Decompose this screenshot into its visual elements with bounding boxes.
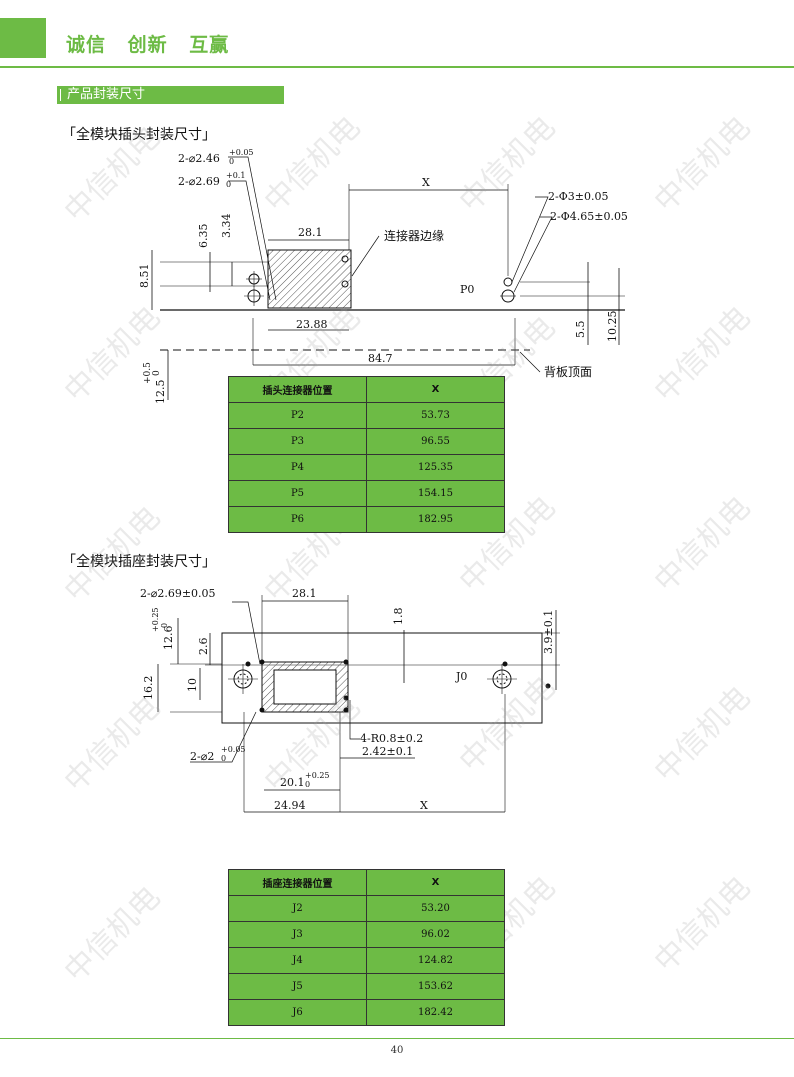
slogan-word: 诚信 (66, 34, 107, 56)
plug-dim-x: X (422, 176, 430, 189)
plug-dim-tol: 0 (229, 157, 234, 166)
header-rule (0, 66, 794, 68)
socket-dim-tol: 0 (160, 623, 169, 628)
socket-dim-tol: +0.25 (151, 607, 160, 632)
brand-block (0, 18, 46, 58)
socket-dim-281: 28.1 (292, 587, 317, 600)
plug-dim-125: 12.5 (154, 380, 167, 405)
plug-dim-hole1: 2-⌀2.46 (178, 152, 220, 165)
plug-dim-2388: 23.88 (296, 318, 328, 331)
table-cell: P5 (228, 480, 367, 507)
plug-dim-tol: 0 (152, 370, 162, 376)
plug-dim-tol: 0 (226, 180, 231, 189)
socket-dim-hole: 2-⌀2.69±0.05 (140, 587, 216, 600)
table-cell: 153.62 (366, 973, 505, 1000)
table-cell: 182.42 (366, 999, 505, 1026)
table-cell: P3 (228, 428, 367, 455)
header-slogan: 诚信 创新 互赢 (66, 30, 243, 57)
socket-dim-26: 2.6 (197, 638, 210, 656)
plug-dim-851: 8.51 (138, 264, 151, 289)
table-cell: J3 (228, 921, 367, 948)
plug-dim-phi3: 2-Φ3±0.05 (548, 190, 608, 203)
socket-dim-10: 10 (186, 678, 199, 692)
socket-label-j0: J0 (455, 670, 467, 683)
plug-dim-55: 5.5 (574, 321, 587, 339)
socket-subtitle: 「全模块插座封装尺寸」 (62, 554, 216, 570)
socket-dim-r08: 4-R0.8±0.2 (360, 732, 423, 745)
table-header-row: 插座连接器位置 X (228, 869, 505, 896)
table-cell: P4 (228, 454, 367, 481)
plug-dim-334: 3.34 (220, 214, 233, 239)
table-cell: 182.95 (366, 506, 505, 533)
socket-dim-tol: +0.25 (305, 771, 330, 780)
plug-dim-847: 84.7 (368, 352, 393, 365)
slogan-word: 互赢 (189, 34, 230, 56)
plug-label-p0: P0 (460, 283, 474, 296)
socket-dim-126: 12.6 (162, 626, 175, 651)
table-header-row: 插头连接器位置 X (228, 376, 505, 403)
plug-dim-phi465: 2-Φ4.65±0.05 (550, 210, 628, 223)
footer-rule (0, 1038, 794, 1039)
section-title: 产品封装尺寸 (57, 86, 284, 104)
table-cell: 125.35 (366, 454, 505, 481)
table-cell: 96.55 (366, 428, 505, 455)
socket-drawing: 2-⌀2.69±0.05 28.1 1.8 12.6 +0.25 0 2.6 1… (140, 587, 560, 813)
table-header: X (366, 869, 505, 896)
table-header: 插座连接器位置 (228, 869, 367, 896)
plug-subtitle: 「全模块插头封装尺寸」 (62, 127, 216, 143)
page-number: 40 (390, 1045, 404, 1056)
plug-note-backplane: 背板顶面 (544, 365, 592, 379)
plug-dim-1025: 10.25 (606, 311, 619, 343)
plug-note-edge: 连接器边缘 (384, 228, 444, 243)
table-cell: J5 (228, 973, 367, 1000)
table-header: 插头连接器位置 (228, 376, 367, 403)
socket-dim-39: 3.9±0.1 (542, 610, 555, 654)
socket-dim-x: X (420, 799, 428, 812)
plug-dim-635: 6.35 (197, 224, 210, 249)
table-cell: J6 (228, 999, 367, 1026)
plug-dim-tol: +0.1 (226, 171, 245, 180)
table-cell: J4 (228, 947, 367, 974)
socket-dim-hole2: 2-⌀2 (190, 750, 214, 763)
socket-dim-tol: 0 (221, 754, 226, 763)
plug-dim-tol: +0.5 (143, 362, 153, 384)
table-cell: 53.20 (366, 895, 505, 922)
table-cell: 96.02 (366, 921, 505, 948)
table-cell: P2 (228, 402, 367, 429)
socket-dim-201: 20.1 (280, 776, 305, 789)
table-cell: J2 (228, 895, 367, 922)
socket-dim-162: 16.2 (142, 676, 155, 701)
table-header: X (366, 376, 505, 403)
plug-dim-281: 28.1 (298, 226, 323, 239)
plug-connector-body (267, 249, 352, 309)
table-cell: 154.15 (366, 480, 505, 507)
plug-dim-hole2: 2-⌀2.69 (178, 175, 220, 188)
table-cell: 53.73 (366, 402, 505, 429)
socket-dim-242: 2.42±0.1 (362, 745, 413, 758)
socket-dim-18: 1.8 (392, 608, 405, 626)
table-cell: 124.82 (366, 947, 505, 974)
socket-dim-tol: 0 (305, 780, 310, 789)
socket-dim-tol: +0.05 (221, 745, 246, 754)
plug-drawing: 2-⌀2.46 +0.05 0 2-⌀2.69 +0.1 0 6.35 3.34… (138, 148, 628, 404)
plug-dim-tol: +0.05 (229, 148, 254, 157)
table-cell: P6 (228, 506, 367, 533)
slogan-word: 创新 (127, 34, 168, 56)
socket-dim-2494: 24.94 (274, 799, 306, 812)
